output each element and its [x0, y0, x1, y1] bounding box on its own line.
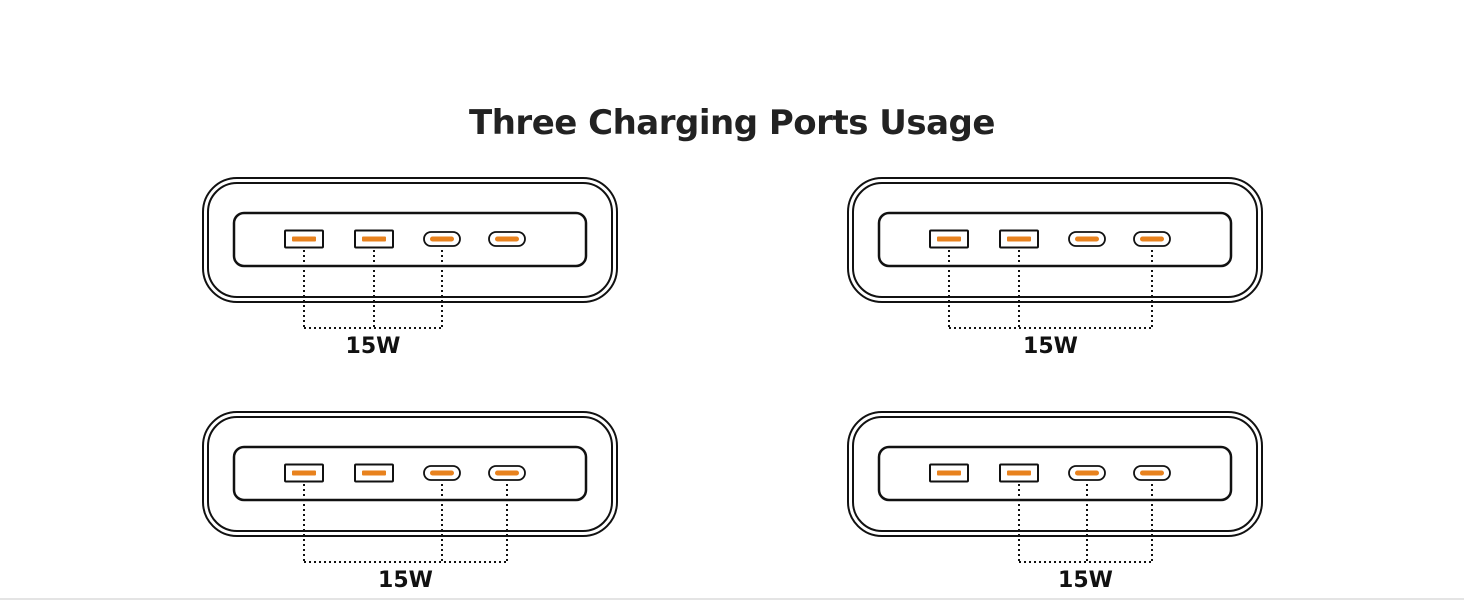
usb-a-port-contact [292, 470, 316, 476]
charger-body-inner [852, 416, 1258, 532]
charger-body-outer [202, 177, 618, 303]
wattage-label: 15W [346, 334, 401, 359]
port-panel [232, 211, 588, 268]
port-panel [232, 445, 588, 502]
charger-scenario-4: 15W [847, 411, 1263, 593]
charger-scenario-3: 15W [202, 411, 618, 593]
port-panel [877, 445, 1233, 502]
usb-c-port-contact [430, 236, 454, 242]
wattage-label: 15W [1058, 568, 1113, 593]
usb-c-port-contact [430, 470, 454, 476]
usb-a-port-contact [1007, 470, 1031, 476]
charger-body-outer [847, 411, 1263, 537]
usb-c-port-contact [1075, 236, 1099, 242]
charger-body-inner [207, 182, 613, 298]
charger-scenario-1: 15W [202, 177, 618, 359]
usb-a-port-contact [937, 236, 961, 242]
charger-body-inner [852, 182, 1258, 298]
usb-a-port-contact [292, 236, 316, 242]
page-title: Three Charging Ports Usage [469, 103, 995, 143]
charger-scenario-2: 15W [847, 177, 1263, 359]
usb-c-port-contact [1140, 470, 1164, 476]
usb-a-port-contact [362, 236, 386, 242]
charger-body-outer [847, 177, 1263, 303]
charger-body-inner [207, 416, 613, 532]
usb-c-port-contact [1075, 470, 1099, 476]
port-panel [877, 211, 1233, 268]
usb-c-port-contact [495, 236, 519, 242]
charger-body-outer [202, 411, 618, 537]
bottom-divider [0, 598, 1464, 600]
usb-c-port-contact [495, 470, 519, 476]
usb-a-port-contact [362, 470, 386, 476]
usb-a-port-contact [1007, 236, 1031, 242]
usb-a-port-contact [937, 470, 961, 476]
wattage-label: 15W [378, 568, 433, 593]
wattage-label: 15W [1023, 334, 1078, 359]
usb-c-port-contact [1140, 236, 1164, 242]
